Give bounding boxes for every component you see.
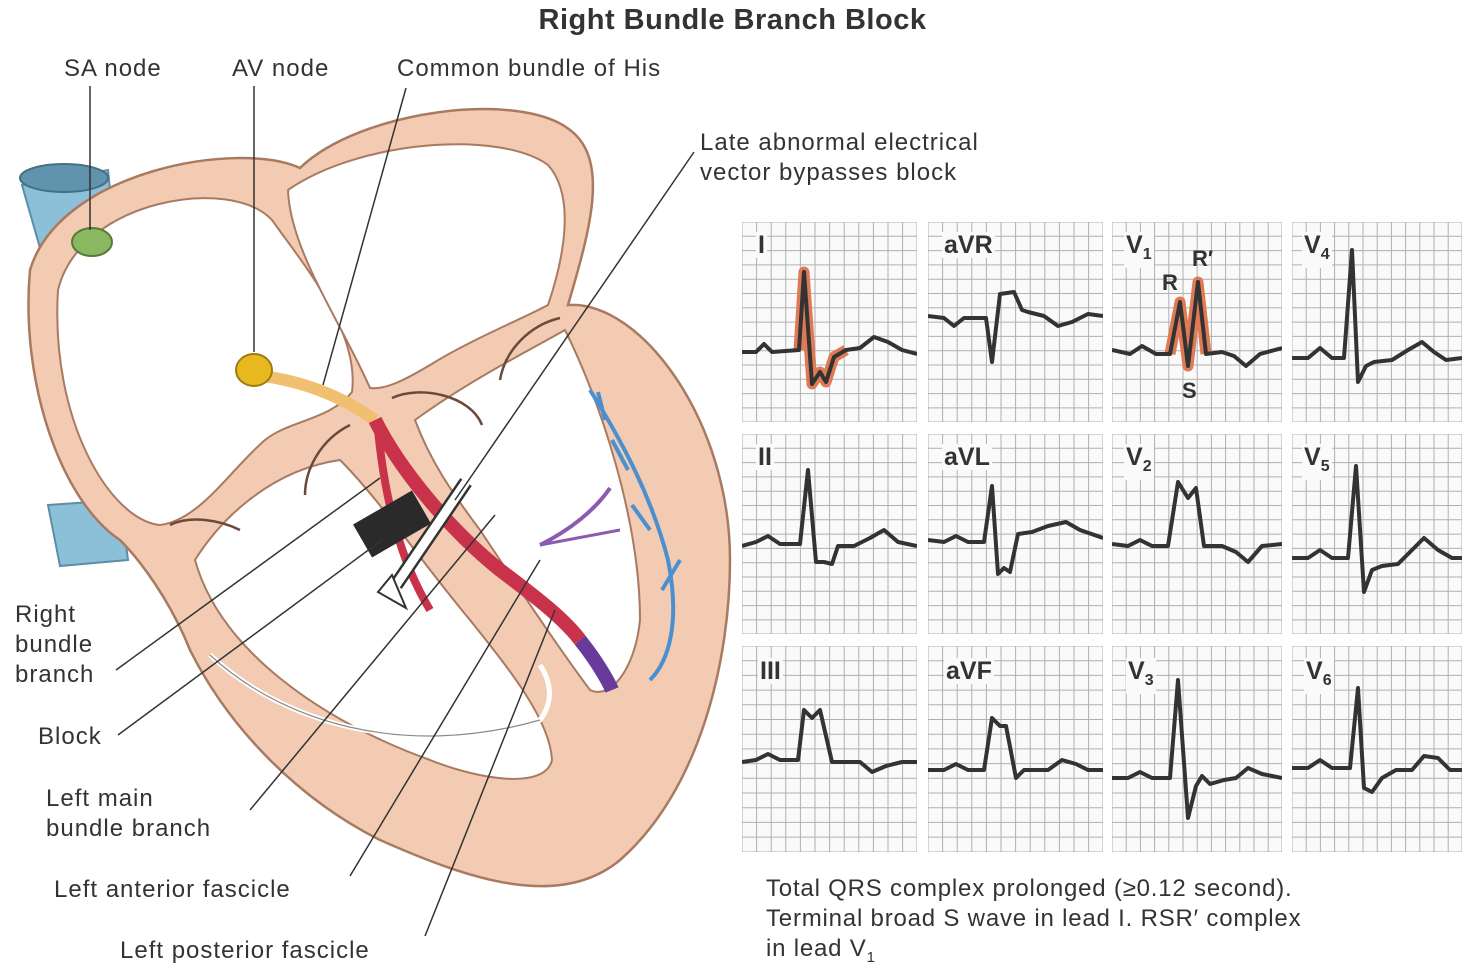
caption-line1: Total QRS complex prolonged (≥0.12 secon…: [766, 874, 1456, 904]
lead-label-V1: V1: [1124, 232, 1154, 268]
left-main-label-line2: bundle branch: [46, 814, 211, 844]
caption-line3: in lead V1: [766, 934, 1456, 973]
right-bundle-label-line2: bundle: [15, 630, 93, 660]
av-node: [236, 354, 272, 386]
wave-label-S: S: [1182, 378, 1197, 404]
sa-node-label: SA node: [64, 54, 162, 84]
late-vector-label-line2: vector bypasses block: [700, 158, 957, 188]
lead-label-V5: V5: [1302, 444, 1332, 480]
common-bundle-label: Common bundle of His: [397, 54, 661, 84]
right-bundle-label-line3: branch: [15, 660, 94, 690]
lead-label-aVR: aVR: [942, 232, 995, 258]
av-node-label: AV node: [232, 54, 329, 84]
late-vector-label-line1: Late abnormal electrical: [700, 128, 979, 158]
left-posterior-label: Left posterior fascicle: [120, 936, 370, 966]
lead-label-I: I: [756, 232, 767, 258]
right-bundle-label-line1: Right: [15, 600, 76, 630]
lead-label-V3: V3: [1126, 658, 1156, 694]
lead-label-III: III: [758, 658, 783, 684]
sa-node: [72, 228, 112, 256]
lead-label-V6: V6: [1304, 658, 1334, 694]
caption-line2: Terminal broad S wave in lead I. RSR′ co…: [766, 904, 1456, 934]
lead-label-aVF: aVF: [944, 658, 994, 684]
left-main-label-line1: Left main: [46, 784, 154, 814]
lead-label-II: II: [756, 444, 774, 470]
caption: Total QRS complex prolonged (≥0.12 secon…: [766, 874, 1456, 973]
lead-label-aVL: aVL: [942, 444, 992, 470]
ecg-grid: [742, 222, 917, 422]
lead-label-V2: V2: [1124, 444, 1154, 480]
wave-label-R: R: [1162, 270, 1178, 296]
left-anterior-label: Left anterior fascicle: [54, 875, 291, 905]
wave-label-R-prime: R′: [1192, 246, 1213, 272]
lead-label-V4: V4: [1302, 232, 1332, 268]
block-label: Block: [38, 722, 102, 752]
ecg-panel-I: [742, 222, 917, 422]
